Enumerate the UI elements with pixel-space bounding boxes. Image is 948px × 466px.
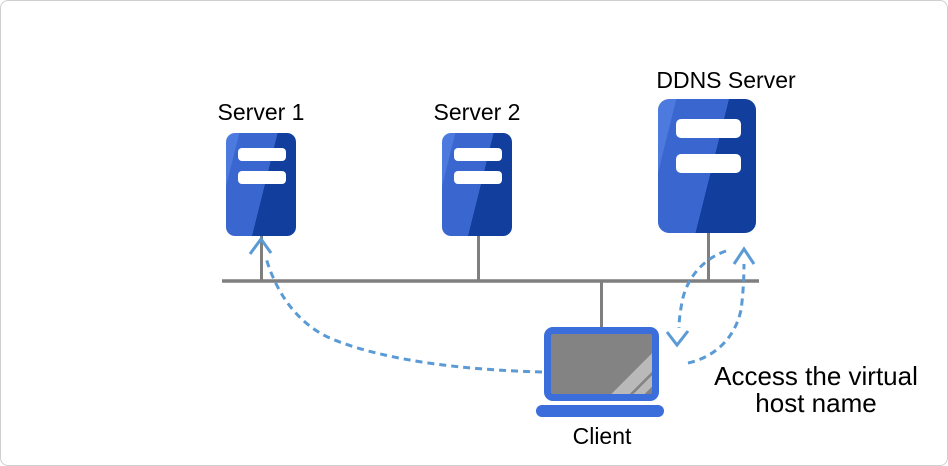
server-slot-bar <box>454 171 502 184</box>
laptop-base <box>536 405 664 417</box>
server-slot-bar <box>238 171 286 184</box>
server-slot-bar <box>238 148 286 161</box>
dashed-arrow-client-to-server1 <box>264 257 543 374</box>
laptop-screen <box>551 334 652 394</box>
server-slot-bar <box>676 154 741 173</box>
arrowhead-down-client <box>665 330 690 348</box>
dashed-arrow-ddns-to-client <box>677 249 727 329</box>
server-slot-bar <box>454 148 502 161</box>
arrowhead-up-ddns <box>732 246 756 265</box>
client-label: Client <box>572 423 632 449</box>
server2-icon <box>442 133 512 236</box>
dashed-arrow-client-to-ddns <box>687 263 746 365</box>
server-slot-bar <box>676 119 741 138</box>
server1-label: Server 1 <box>217 99 305 125</box>
ddns-server-icon <box>658 99 756 233</box>
access-note-line2: host name <box>755 388 877 418</box>
access-note-line1: Access the virtual <box>714 361 918 391</box>
client-laptop-icon <box>544 327 659 401</box>
server1-icon <box>226 133 296 236</box>
server2-label: Server 2 <box>433 99 521 125</box>
arrowhead-up-server1 <box>248 236 273 255</box>
access-note: Access the virtual host name <box>706 363 926 417</box>
ddns-server-label: DDNS Server <box>656 67 796 93</box>
